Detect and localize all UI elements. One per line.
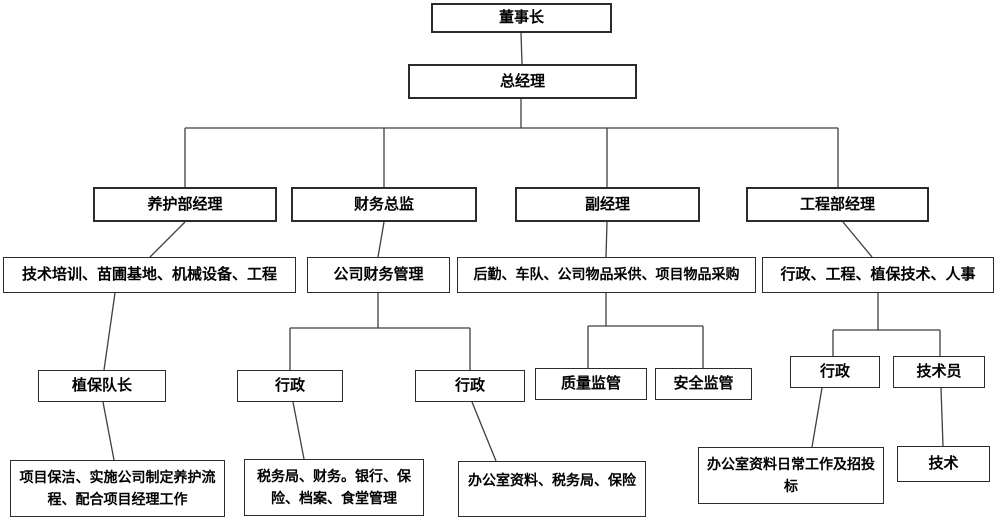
node-technician: 技术员 bbox=[893, 356, 985, 388]
node-engineering-manager: 工程部经理 bbox=[746, 187, 929, 222]
node-quality-supervision: 质量监管 bbox=[535, 368, 647, 400]
node-technology: 技术 bbox=[897, 446, 990, 482]
node-admin-3: 行政 bbox=[790, 356, 880, 388]
node-project-cleaning: 项目保洁、实施公司制定养护流程、配合项目经理工作 bbox=[10, 460, 225, 517]
node-admin-engineering: 行政、工程、植保技术、人事 bbox=[762, 257, 994, 293]
node-tech-training: 技术培训、苗圃基地、机械设备、工程 bbox=[3, 257, 296, 293]
node-tax-finance: 税务局、财务。银行、保险、档案、食堂管理 bbox=[244, 459, 424, 516]
node-admin-2: 行政 bbox=[415, 370, 525, 402]
node-finance-director: 财务总监 bbox=[291, 187, 477, 222]
node-admin-1: 行政 bbox=[237, 370, 343, 402]
node-safety-supervision: 安全监管 bbox=[655, 368, 752, 400]
node-office-documents: 办公室资料、税务局、保险 bbox=[458, 461, 646, 517]
node-office-daily-work: 办公室资料日常工作及招投标 bbox=[698, 447, 884, 504]
node-plant-protection-leader: 植保队长 bbox=[38, 370, 166, 402]
node-logistics: 后勤、车队、公司物品采供、项目物品采购 bbox=[457, 257, 756, 293]
node-company-finance: 公司财务管理 bbox=[307, 257, 450, 293]
node-maintenance-manager: 养护部经理 bbox=[93, 187, 277, 222]
node-chairman: 董事长 bbox=[431, 3, 612, 33]
node-general-manager: 总经理 bbox=[408, 64, 637, 99]
node-deputy-manager: 副经理 bbox=[515, 187, 700, 222]
